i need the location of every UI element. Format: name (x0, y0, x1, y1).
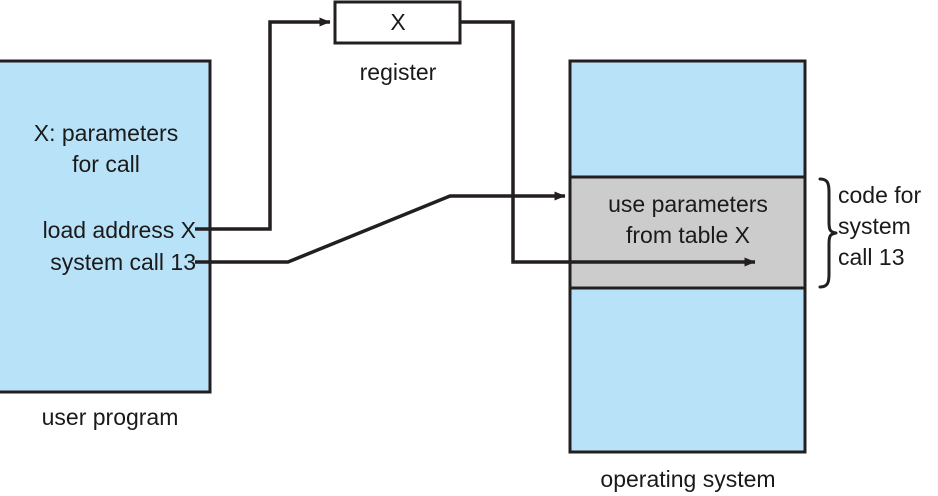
kernel-code-label: use parameters from table X (574, 189, 802, 251)
kernel-code-region (568, 175, 807, 290)
user-parameters-line2: for call (72, 151, 140, 177)
kernel-code-line2: from table X (626, 222, 750, 248)
operating-system-caption: operating system (600, 466, 776, 492)
connector-load-to-register (195, 17, 331, 231)
register-value: X (390, 9, 406, 35)
user-program-box (0, 59, 212, 394)
brace-line2: system (838, 213, 911, 239)
register-box (333, 0, 462, 45)
register-caption: register (359, 59, 437, 85)
kernel-code-line1: use parameters (608, 191, 768, 217)
user-parameters-line1: X: parameters (33, 120, 179, 146)
user-program-syscall-instruction: system call 13 (50, 249, 196, 275)
kernel-code-brace (818, 177, 838, 289)
user-program-caption: user program (41, 404, 179, 430)
connector-register-to-kernel (460, 20, 756, 267)
kernel-code-brace-label: code for system call 13 (838, 180, 938, 273)
user-program-load-instruction: load address X (42, 217, 196, 243)
brace-line3: call 13 (838, 244, 905, 270)
user-program-parameters-label: X: parameters for call (8, 118, 204, 180)
connector-syscall-to-kernel (195, 191, 566, 264)
brace-line1: code for (838, 182, 922, 208)
